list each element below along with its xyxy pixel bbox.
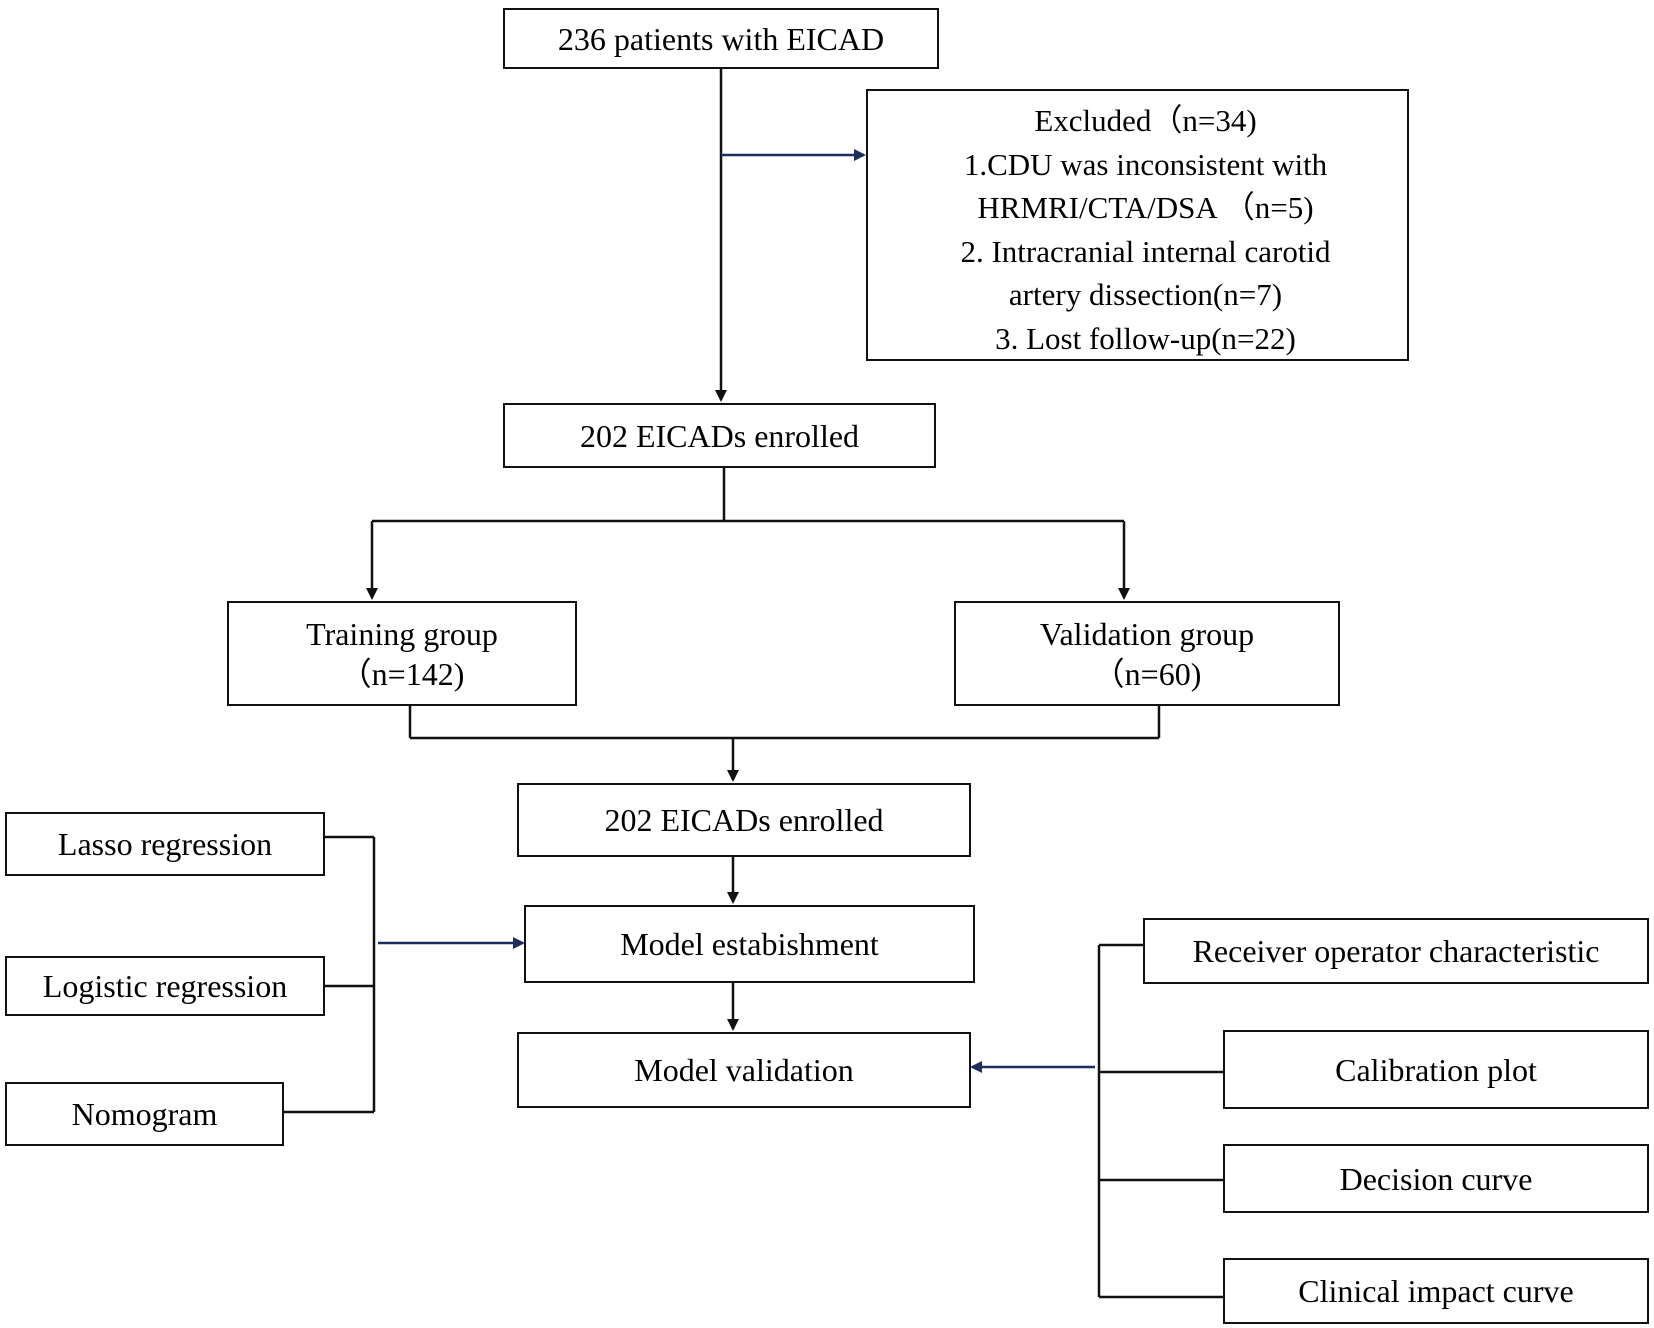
excluded-title: Excluded（n=34): [1034, 103, 1257, 138]
enrolled-label-2: 202 EICADs enrolled: [604, 802, 884, 838]
training-group-box: Training group （n=142): [227, 601, 577, 706]
excluded-line: 2. Intracranial internal carotid: [960, 233, 1331, 269]
validation-group-label: Validation group: [1039, 615, 1255, 652]
validation-group-box: Validation group （n=60): [954, 601, 1340, 706]
excluded-line: artery dissection(n=7): [1008, 277, 1283, 312]
logistic-regression-label: Logistic regression: [42, 968, 288, 1004]
clinical-impact-curve-label: Clinical impact curve: [1298, 1273, 1574, 1309]
training-group-label: Training group: [306, 615, 498, 652]
enrolled-box-2: 202 EICADs enrolled: [517, 783, 971, 857]
excluded-line: 1.CDU was inconsistent with: [963, 146, 1328, 182]
enrolled-box-1: 202 EICADs enrolled: [503, 403, 936, 468]
calibration-plot-label: Calibration plot: [1335, 1051, 1537, 1088]
decision-curve-label: Decision curve: [1339, 1160, 1533, 1197]
excluded-box: Excluded（n=34) 1.CDU was inconsistent wi…: [866, 89, 1409, 361]
decision-curve-box: Decision curve: [1223, 1144, 1649, 1213]
enrolled-label-1: 202 EICADs enrolled: [579, 417, 860, 454]
model-establishment-box: Model estabishment: [524, 905, 975, 983]
validation-group-count: （n=60): [1092, 655, 1202, 692]
excluded-line: HRMRI/CTA/DSA （n=5): [977, 190, 1314, 225]
nomogram-label: Nomogram: [71, 1096, 218, 1132]
roc-label: Receiver operator characteristic: [1192, 933, 1600, 969]
start-box: 236 patients with EICAD: [503, 8, 939, 69]
clinical-impact-curve-box: Clinical impact curve: [1223, 1258, 1649, 1324]
start-label: 236 patients with EICAD: [557, 20, 885, 57]
model-validation-label: Model validation: [634, 1052, 854, 1088]
nomogram-box: Nomogram: [5, 1082, 284, 1146]
training-group-count: （n=142): [339, 655, 465, 692]
roc-box: Receiver operator characteristic: [1143, 918, 1649, 984]
model-establishment-label: Model estabishment: [620, 926, 879, 962]
excluded-line: 3. Lost follow-up(n=22): [995, 320, 1296, 356]
logistic-regression-box: Logistic regression: [5, 956, 325, 1016]
calibration-plot-box: Calibration plot: [1223, 1030, 1649, 1109]
model-validation-box: Model validation: [517, 1032, 971, 1108]
lasso-regression-label: Lasso regression: [57, 826, 273, 862]
lasso-regression-box: Lasso regression: [5, 812, 325, 876]
